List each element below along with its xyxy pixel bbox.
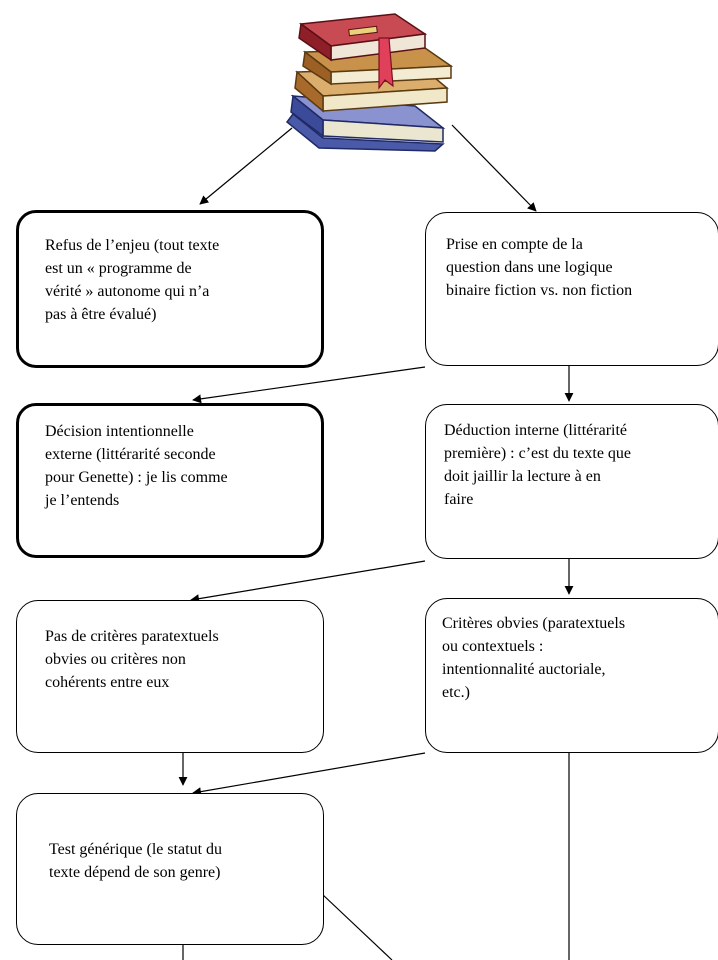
box-prise-en-compte-text: Prise en compte de la question dans une … [446, 236, 633, 299]
box-refus-enjeu-text: Refus de l’enjeu (tout texte est un « pr… [45, 237, 220, 323]
arrow-books-to-prise [451, 124, 537, 212]
box-test-generique: Test générique (le statut du texte dépen… [16, 793, 324, 945]
arrow-deduction-to-pas-criteres [190, 560, 426, 604]
box-decision-intentionnelle: Décision intentionnelle externe (littéra… [16, 403, 324, 558]
stacked-books-icon [285, 13, 454, 152]
line-test-diagonal [321, 893, 393, 960]
arrow-books-to-refus [199, 127, 293, 205]
box-prise-en-compte: Prise en compte de la question dans une … [425, 212, 718, 366]
box-pas-de-criteres-text: Pas de critères paratextuels obvies ou c… [45, 628, 219, 691]
box-pas-de-criteres: Pas de critères paratextuels obvies ou c… [16, 600, 324, 753]
box-refus-enjeu: Refus de l’enjeu (tout texte est un « pr… [16, 210, 324, 368]
box-deduction-interne: Déduction interne (littérarité première)… [425, 404, 718, 559]
box-decision-intentionnelle-text: Décision intentionnelle externe (littéra… [45, 423, 228, 509]
arrow-prise-to-decision [192, 366, 426, 404]
box-criteres-obvies-text: Critères obvies (paratextuels ou context… [442, 615, 626, 701]
box-criteres-obvies: Critères obvies (paratextuels ou context… [425, 598, 718, 753]
box-deduction-interne-text: Déduction interne (littérarité première)… [444, 422, 632, 508]
arrow-criteres-to-test [192, 752, 426, 797]
box-test-generique-text: Test générique (le statut du texte dépen… [49, 841, 223, 881]
